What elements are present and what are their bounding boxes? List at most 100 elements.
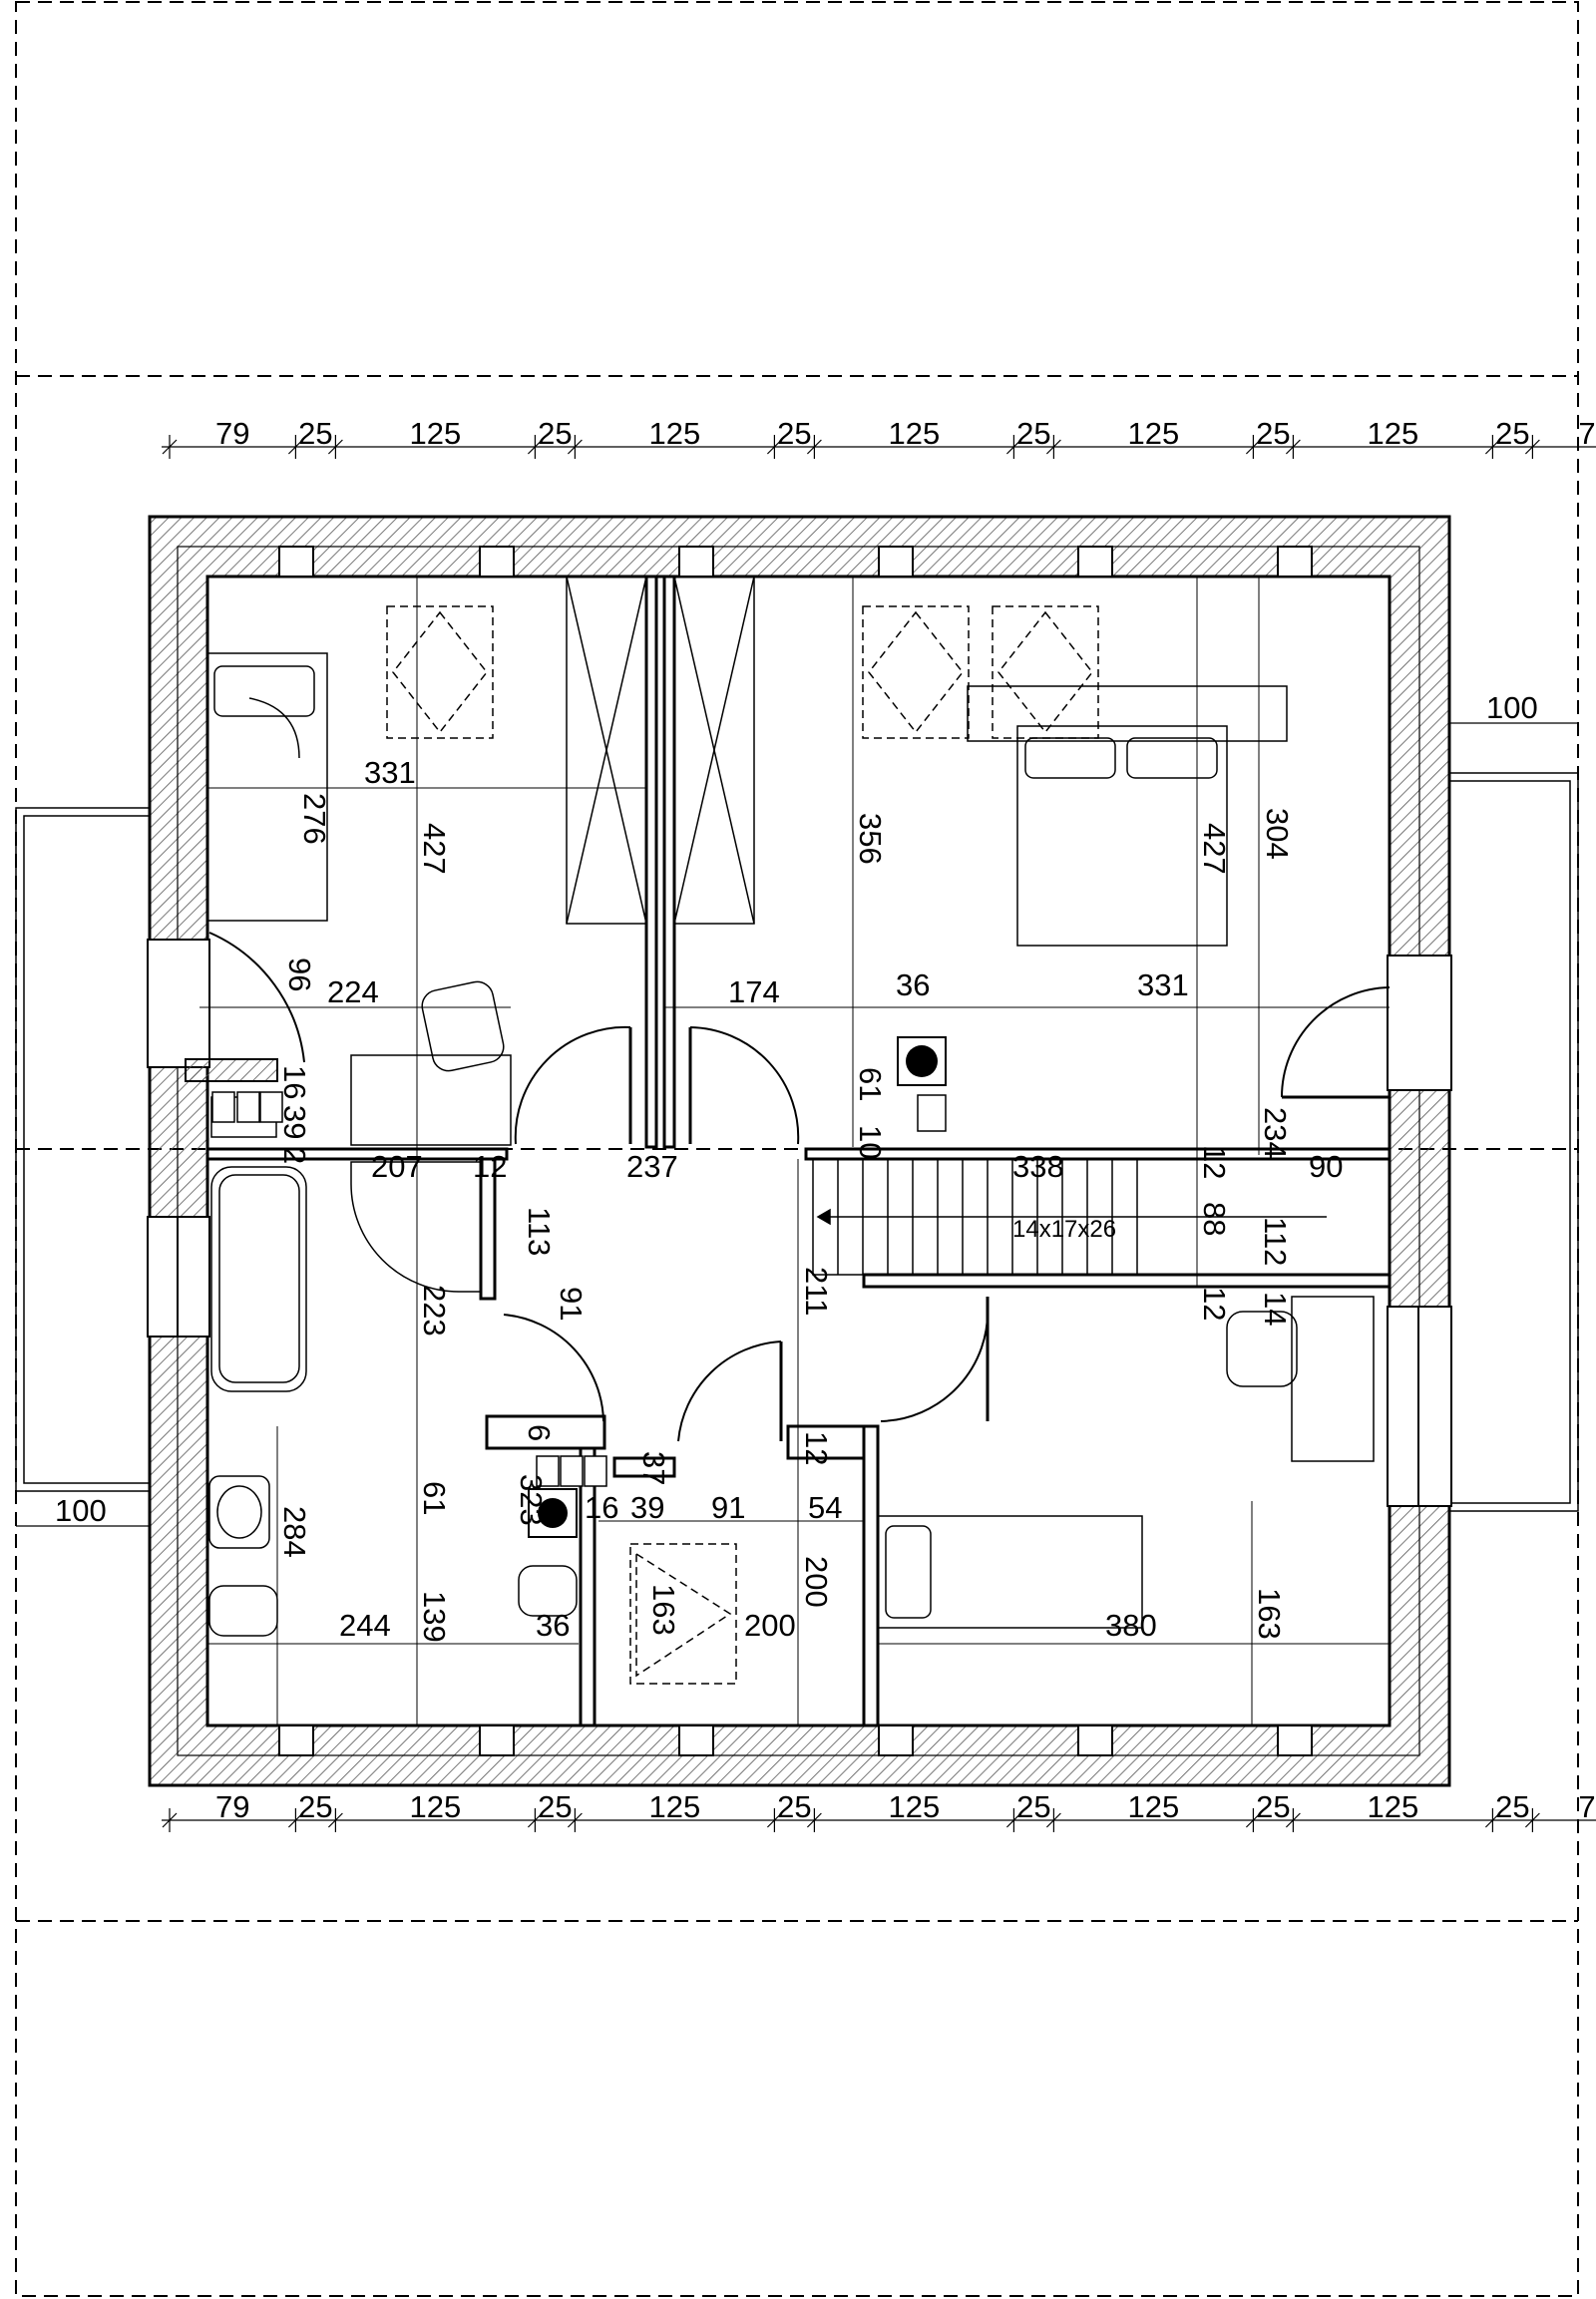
dim-label: 163 [1252, 1588, 1287, 1640]
dim-label: 207 [371, 1149, 423, 1184]
dim-label: 380 [1105, 1608, 1157, 1643]
partition-left-upper [185, 1058, 278, 1082]
top-dimension-label: 25 [777, 416, 811, 451]
top-dimension-label: 125 [1128, 416, 1180, 451]
dim-label: 200 [744, 1608, 796, 1643]
bottom-dimension-label: 79 [1578, 1789, 1596, 1824]
exterior-wall [148, 515, 1451, 1787]
dim-label: 223 [417, 1285, 452, 1337]
dim-label: 276 [297, 793, 332, 845]
dim-label: 174 [728, 974, 780, 1009]
dim-label: 10 [853, 1125, 888, 1159]
dim-label: 12 [799, 1431, 834, 1465]
bottom-dimension-label: 79 [215, 1789, 249, 1824]
top-dimension-label: 125 [889, 416, 941, 451]
top-dimension-label: 125 [1368, 416, 1419, 451]
dim-label: 304 [1260, 808, 1295, 860]
top-dimension-label: 25 [1495, 416, 1529, 451]
dim-label: 284 [277, 1506, 312, 1558]
top-dimension-label: 25 [298, 416, 332, 451]
bottom-dimension-label: 125 [410, 1789, 462, 1824]
dim-label: 39 [630, 1490, 664, 1525]
dim-label: 200 [799, 1556, 834, 1608]
dim-label: 12 [1197, 1287, 1232, 1321]
bottom-dimension-label: 125 [1128, 1789, 1180, 1824]
dim-label: 61 [853, 1067, 888, 1101]
overhang-dimensions [16, 722, 1578, 1527]
top-dimension-label: 79 [215, 416, 249, 451]
dim-label: 54 [808, 1490, 842, 1525]
dim-label: 139 [417, 1591, 452, 1643]
dim-label: 36 [536, 1608, 570, 1643]
dim-label: 12 [1197, 1145, 1232, 1179]
bottom-dimension-label: 25 [298, 1789, 332, 1824]
dim-label: 234 [1258, 1107, 1293, 1159]
dim-label: 112 [1258, 1217, 1293, 1266]
dim-label: 244 [339, 1608, 391, 1643]
dim-label: 91 [554, 1287, 589, 1321]
bottom-dimension-label: 25 [1495, 1789, 1529, 1824]
vent-ducts [211, 1091, 947, 1487]
dim-label: 323 [514, 1474, 549, 1526]
dim-label: 338 [1012, 1149, 1064, 1184]
top-dimension-label: 25 [538, 416, 572, 451]
bottom-dimension-label: 125 [1368, 1789, 1419, 1824]
bottom-dimension-label: 25 [777, 1789, 811, 1824]
door-leaves [628, 1027, 1390, 1441]
dim-label: 16 [277, 1065, 312, 1099]
dim-label: 16 [585, 1490, 618, 1525]
bottom-dimension-label: 25 [538, 1789, 572, 1824]
interior-dimension-lines [200, 576, 1390, 1725]
dim-label: 356 [853, 813, 888, 865]
roof-windows [386, 605, 1099, 1685]
dim-label: 331 [364, 755, 416, 790]
dim-label: 36 [896, 967, 930, 1002]
windows [278, 546, 1313, 1756]
furniture-desks [350, 980, 1375, 1462]
exterior-wall-inner-line [177, 546, 1420, 1756]
dimension-labels: 7925125251252512525125251252579792512525… [215, 416, 1596, 1824]
chimney [528, 1036, 947, 1538]
top-dimension-label: 125 [649, 416, 701, 451]
dim-label: 427 [1197, 823, 1232, 875]
top-dimension-label: 25 [1256, 416, 1290, 451]
dim-label: 12 [473, 1149, 507, 1184]
balcony-left [15, 807, 150, 1492]
dim-label: 88 [1197, 1202, 1232, 1236]
door-swings [208, 932, 1391, 1442]
bathroom-fixtures [208, 1096, 578, 1637]
wardrobes [566, 575, 755, 925]
dim-label: 61 [417, 1481, 452, 1515]
dim-label: 163 [646, 1584, 681, 1636]
dim-label: 100 [55, 1493, 107, 1528]
top-dimension-label: 125 [410, 416, 462, 451]
stairs [812, 1158, 1391, 1276]
dim-label: 224 [327, 974, 379, 1009]
balcony-right [1449, 772, 1579, 1512]
dim-label: 91 [711, 1490, 745, 1525]
dim-label: 427 [417, 823, 452, 875]
dim-label: 37 [636, 1451, 671, 1485]
top-dimension-label: 79 [1578, 416, 1596, 451]
bottom-dimension-label: 25 [1256, 1789, 1290, 1824]
dim-label: 39 [277, 1105, 312, 1139]
top-dimension-label: 25 [1016, 416, 1050, 451]
dim-label: 100 [1486, 690, 1538, 725]
interior-dimension-labels: 331 276 427 224 96 16 39 2 207 12 237 17… [277, 755, 1343, 1643]
dim-label: 237 [626, 1149, 678, 1184]
bottom-dimension-label: 25 [1016, 1789, 1050, 1824]
dim-label: 6 [522, 1424, 557, 1441]
bottom-dimension-label: 125 [649, 1789, 701, 1824]
dim-label: 113 [522, 1207, 557, 1256]
dim-label: 2 [277, 1147, 312, 1164]
bottom-dimension-label: 125 [889, 1789, 941, 1824]
dim-label: 211 [799, 1267, 834, 1316]
dim-label: 90 [1309, 1149, 1343, 1184]
stair-label: 14x17x26 [1012, 1216, 1116, 1243]
dimension-lines [162, 435, 1596, 1832]
dim-label: 14 [1258, 1292, 1293, 1326]
dim-label: 96 [282, 958, 317, 991]
dim-label: 331 [1137, 967, 1189, 1002]
balcony-doors [147, 939, 1452, 1507]
